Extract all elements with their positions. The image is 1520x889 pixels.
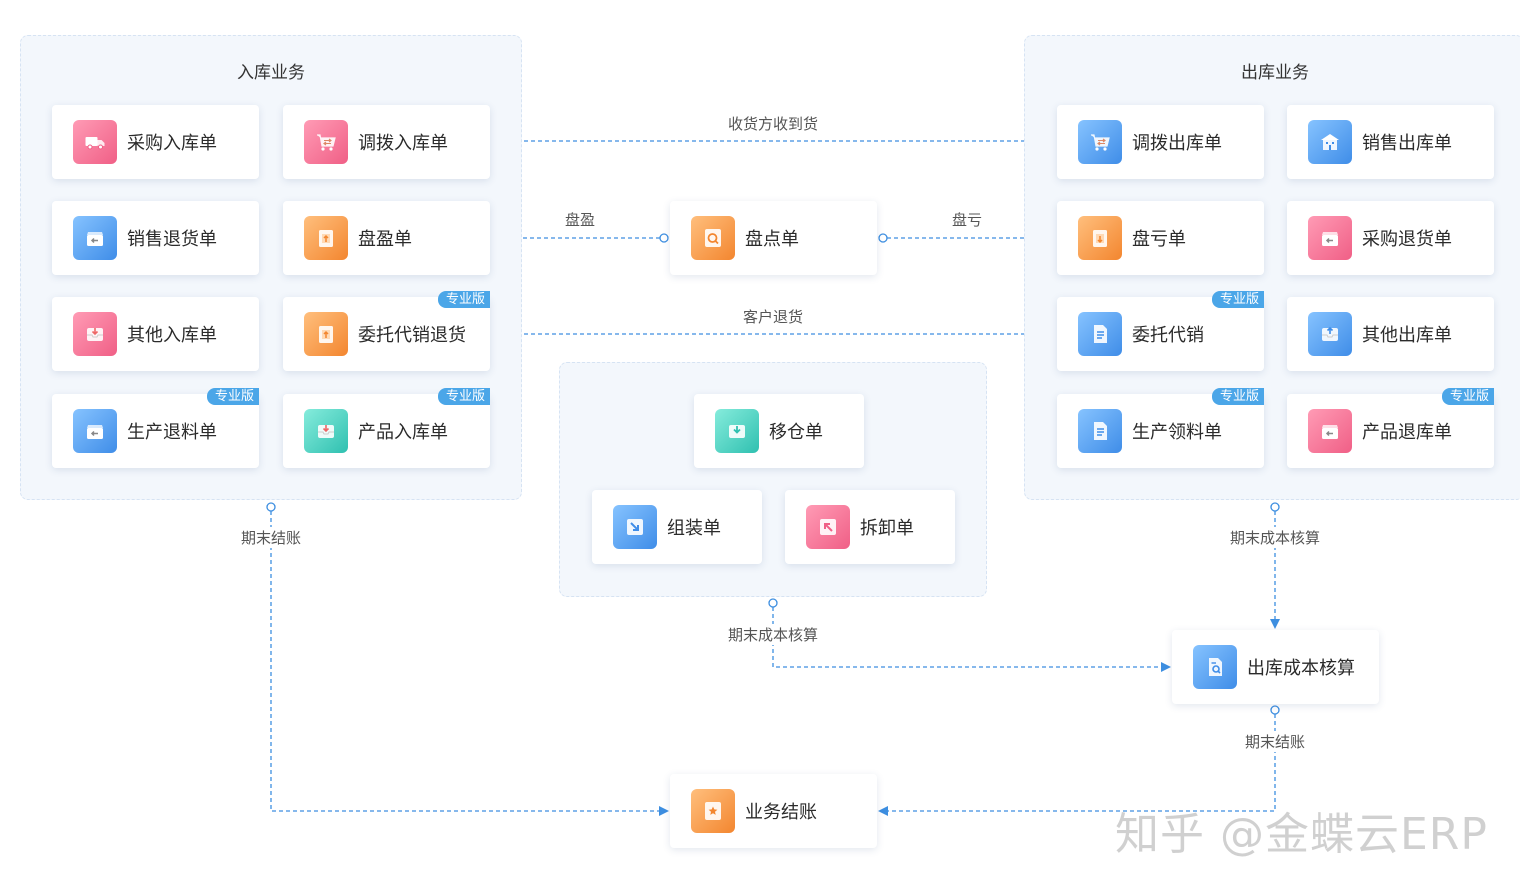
inventory-count-card[interactable]: 盘点单: [670, 201, 877, 275]
transfer-card-label: 移仓单: [769, 422, 823, 443]
outbound-card[interactable]: 产品退库单 专业版: [1287, 388, 1494, 468]
document-icon: [1078, 409, 1122, 453]
cost-accounting-label: 出库成本核算: [1247, 658, 1355, 679]
outbound-card-label: 生产领料单: [1132, 422, 1222, 443]
connector-start-dot: [659, 233, 669, 243]
outbound-card-label: 销售出库单: [1362, 133, 1452, 154]
inbound-card[interactable]: 销售退货单: [52, 201, 259, 275]
connector-label-customer-return: 客户退货: [742, 308, 804, 326]
arrow-out-icon: [806, 505, 850, 549]
connector-start-dot: [1270, 502, 1280, 512]
pro-badge: 专业版: [1211, 388, 1264, 405]
connector-label-period-cost-right: 期末成本核算: [1227, 527, 1323, 548]
inbound-card[interactable]: 其他入库单: [52, 297, 259, 371]
inbound-card-label: 生产退料单: [127, 422, 217, 443]
inventory-count-label: 盘点单: [745, 229, 799, 250]
inbox-up-icon: [1308, 312, 1352, 356]
inbound-card[interactable]: 盘盈单: [283, 201, 490, 275]
box-return-icon: [1308, 216, 1352, 260]
cart-transfer-icon: [1078, 120, 1122, 164]
truck-icon: [73, 120, 117, 164]
pro-badge: 专业版: [437, 291, 490, 308]
inbound-card[interactable]: 调拨入库单: [283, 105, 490, 179]
pro-badge: 专业版: [1211, 291, 1264, 308]
business-closing-card[interactable]: 业务结账: [670, 774, 877, 848]
outbound-card-label: 其他出库单: [1362, 325, 1452, 346]
outbound-card[interactable]: 委托代销专业版: [1057, 291, 1264, 371]
outbound-card[interactable]: 生产领料单 专业版: [1057, 388, 1264, 468]
inbound-card-label: 盘盈单: [358, 229, 412, 250]
outbound-card-label: 调拨出库单: [1132, 133, 1222, 154]
connector-period-close-right: [878, 714, 1276, 816]
star-box-icon: [691, 789, 735, 833]
clipboard-up-icon: [304, 216, 348, 260]
connector-label-receive: 收货方收到货: [727, 115, 819, 133]
assembly-card[interactable]: 组装单: [592, 490, 762, 564]
clipboard-down-icon: [1078, 216, 1122, 260]
outbound-title: 出库业务: [1241, 63, 1309, 83]
outbound-card-label: 采购退货单: [1362, 229, 1452, 250]
inbound-card[interactable]: 采购入库单: [52, 105, 259, 179]
inbound-card[interactable]: 产品入库单 专业版: [283, 388, 490, 468]
pro-badge: 专业版: [437, 388, 490, 405]
inbound-card-label: 委托代销退货: [358, 325, 466, 346]
magnifier-box-icon: [691, 216, 735, 260]
outbound-card[interactable]: 销售出库单: [1287, 105, 1494, 179]
inbound-card-label: 其他入库单: [127, 325, 217, 346]
outbound-card-label: 委托代销: [1132, 325, 1204, 346]
inbox-down-icon: [73, 312, 117, 356]
outbound-card[interactable]: 采购退货单: [1287, 201, 1494, 275]
inbound-card[interactable]: 生产退料单 专业版: [52, 388, 259, 468]
arrow-in-icon: [613, 505, 657, 549]
cart-transfer-icon: [304, 120, 348, 164]
connector-label-loss: 盘亏: [951, 211, 983, 229]
clipboard-up-icon: [304, 312, 348, 356]
connector-start-dot: [1270, 705, 1280, 715]
connector-label-period-close-left: 期末结账: [238, 527, 304, 548]
outbound-card-label: 产品退库单: [1362, 422, 1452, 443]
transfer-card[interactable]: 移仓单: [694, 394, 864, 468]
watermark: 知乎 @金蝶云ERP: [1115, 809, 1488, 860]
disassembly-card[interactable]: 拆卸单: [785, 490, 955, 564]
connector-label-period-cost-middle: 期末成本核算: [725, 624, 821, 645]
inbound-card-label: 销售退货单: [127, 229, 217, 250]
box-return-icon: [1308, 409, 1352, 453]
connector-label-period-close-right: 期末结账: [1242, 731, 1308, 752]
box-return-icon: [73, 216, 117, 260]
inbound-card-label: 采购入库单: [127, 133, 217, 154]
connector-period-close-left: [270, 511, 669, 816]
cost-accounting-card[interactable]: 出库成本核算: [1172, 630, 1379, 704]
connector-period-cost-middle: [772, 607, 1171, 672]
document-icon: [1078, 312, 1122, 356]
connector-start-dot: [768, 598, 778, 608]
outbound-card-label: 盘亏单: [1132, 229, 1186, 250]
connector-start-dot: [266, 502, 276, 512]
connector-start-dot: [878, 233, 888, 243]
outbound-card[interactable]: 调拨出库单: [1057, 105, 1264, 179]
outbound-card[interactable]: 其他出库单: [1287, 297, 1494, 371]
document-search-icon: [1193, 645, 1237, 689]
inbound-title: 入库业务: [237, 63, 305, 83]
outbound-card[interactable]: 盘亏单: [1057, 201, 1264, 275]
inbound-card[interactable]: 委托代销退货 专业版: [283, 291, 490, 371]
pro-badge: 专业版: [206, 388, 259, 405]
inbound-card-label: 调拨入库单: [358, 133, 448, 154]
business-closing-label: 业务结账: [745, 802, 817, 823]
inbox-down-icon: [715, 409, 759, 453]
building-icon: [1308, 120, 1352, 164]
box-return-icon: [73, 409, 117, 453]
disassembly-card-label: 拆卸单: [860, 518, 914, 539]
inbox-down-icon: [304, 409, 348, 453]
inbound-card-label: 产品入库单: [358, 422, 448, 443]
assembly-card-label: 组装单: [667, 518, 721, 539]
pro-badge: 专业版: [1441, 388, 1494, 405]
connector-label-surplus: 盘盈: [564, 211, 596, 229]
